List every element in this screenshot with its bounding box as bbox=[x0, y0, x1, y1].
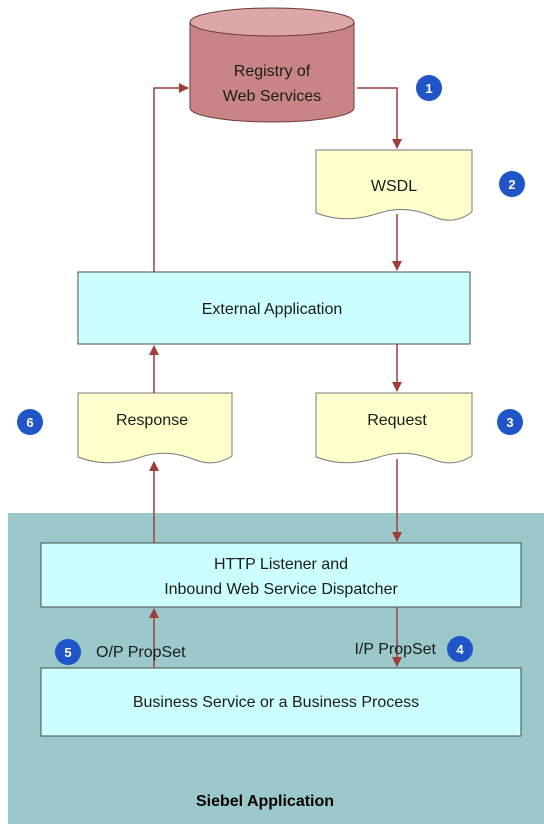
document-icon bbox=[315, 149, 473, 221]
step-badge-6-number: 6 bbox=[26, 415, 33, 430]
registry-label-line1: Registry of bbox=[234, 63, 311, 80]
flow-arrows bbox=[149, 83, 402, 668]
registry-database: Registry of Web Services bbox=[189, 7, 355, 123]
step-badge-2-number: 2 bbox=[508, 177, 515, 192]
request-document: Request bbox=[315, 392, 473, 464]
op-propset-label: O/P PropSet bbox=[96, 644, 186, 661]
step-badge-3: 3 bbox=[497, 409, 523, 435]
step-badge-2: 2 bbox=[499, 171, 525, 197]
step-badge-4-number: 4 bbox=[456, 642, 464, 657]
registry-label-line2: Web Services bbox=[223, 88, 321, 105]
http-listener-box: HTTP Listener and Inbound Web Service Di… bbox=[40, 542, 522, 608]
database-icon bbox=[189, 7, 355, 37]
request-label: Request bbox=[367, 412, 427, 429]
step-badge-5: 5 bbox=[55, 639, 81, 665]
document-icon bbox=[77, 392, 233, 464]
step-badge-4: 4 bbox=[447, 636, 473, 662]
step-badge-1-number: 1 bbox=[425, 81, 432, 96]
external-application-box: External Application bbox=[77, 271, 471, 345]
business-service-box: Business Service or a Business Process bbox=[40, 667, 522, 737]
response-label: Response bbox=[116, 412, 188, 429]
step-badge-3-number: 3 bbox=[506, 415, 513, 430]
arrow-registry-to-wsdl bbox=[357, 87, 402, 149]
step-badge-5-number: 5 bbox=[64, 645, 71, 660]
ip-propset-label: I/P PropSet bbox=[354, 641, 436, 658]
arrow-external-app-to-registry bbox=[153, 83, 189, 272]
step-badge-6: 6 bbox=[17, 409, 43, 435]
siebel-region-title: Siebel Application bbox=[196, 793, 334, 810]
business-service-label: Business Service or a Business Process bbox=[133, 694, 419, 711]
wsdl-document: WSDL bbox=[315, 149, 473, 221]
step-badge-1: 1 bbox=[416, 75, 442, 101]
listener-label-line1: HTTP Listener and bbox=[214, 556, 348, 573]
wsdl-label: WSDL bbox=[371, 178, 417, 195]
response-document: Response bbox=[77, 392, 233, 464]
document-icon bbox=[315, 392, 473, 464]
external-application-label: External Application bbox=[202, 301, 343, 318]
listener-label-line2: Inbound Web Service Dispatcher bbox=[164, 581, 398, 598]
